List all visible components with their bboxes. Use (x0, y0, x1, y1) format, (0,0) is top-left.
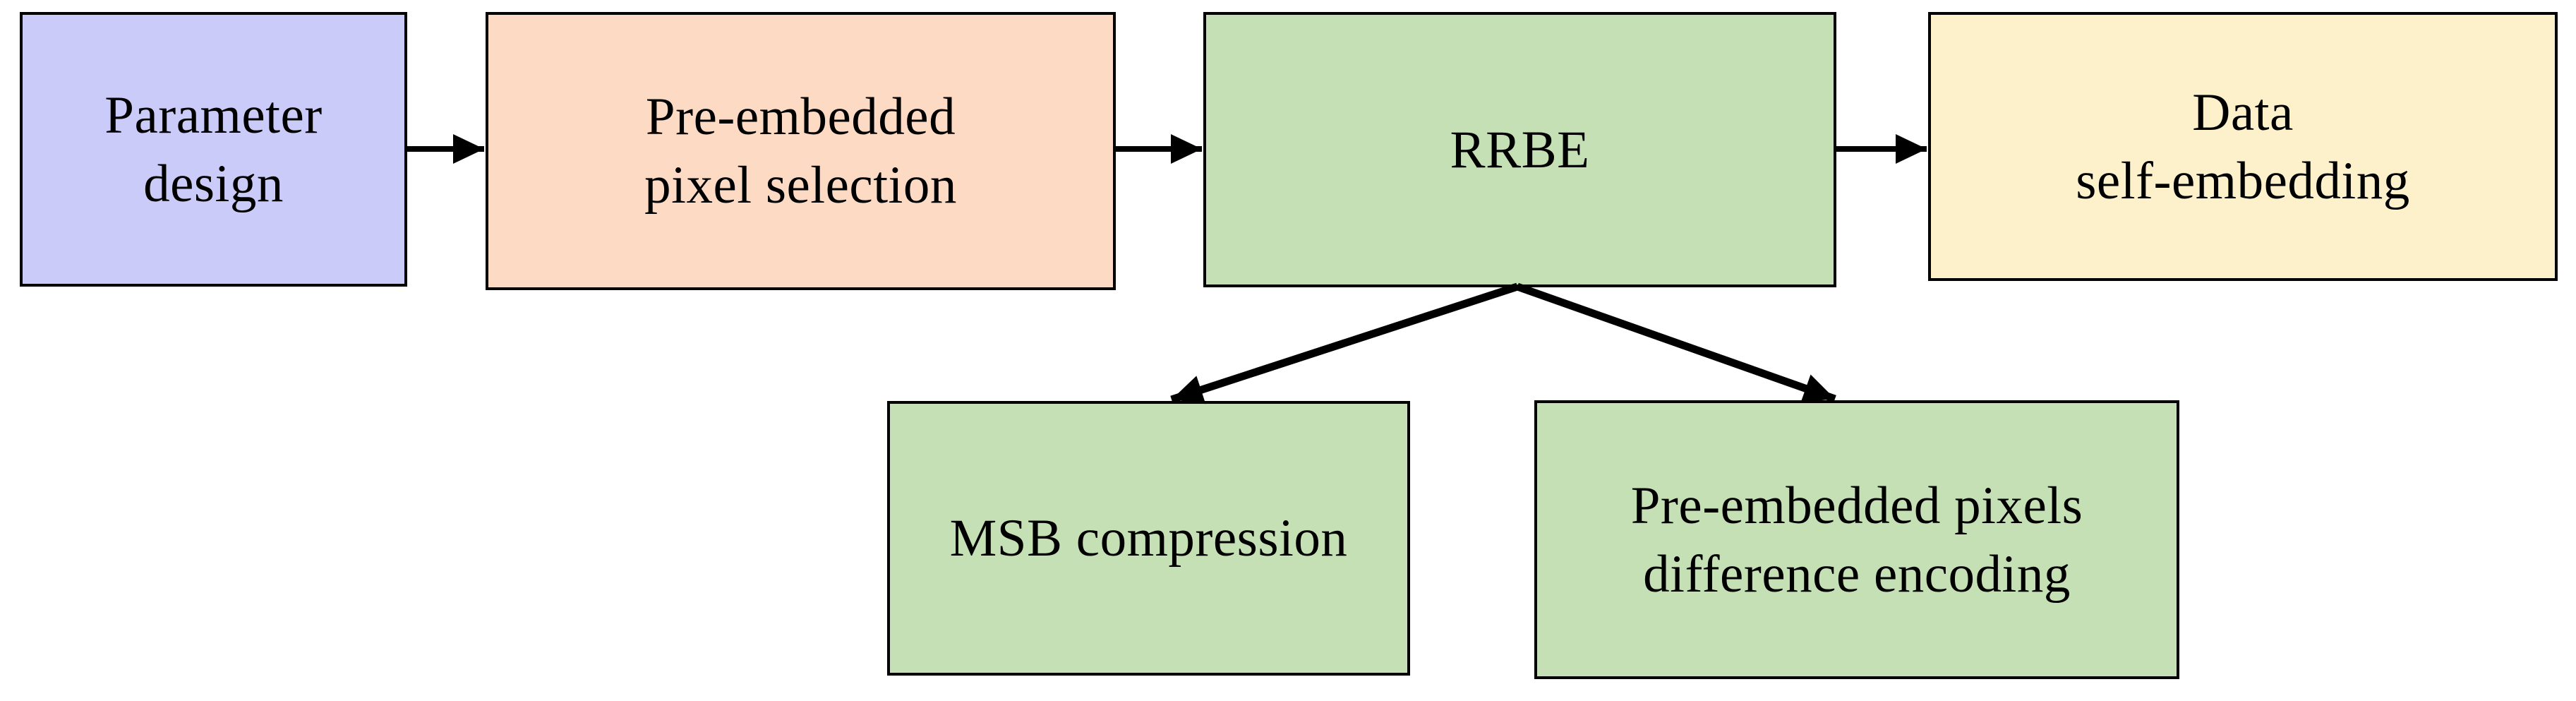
node-label-pre-embedded-pixel-selection: Pre-embedded pixel selection (644, 83, 957, 220)
node-data-self-embedding: Data self-embedding (1928, 12, 2558, 281)
label-line: pixel selection (644, 156, 957, 215)
node-label-pre-embedded-pixels-difference-encoding: Pre-embedded pixels difference encoding (1631, 472, 2083, 609)
label-line: design (143, 154, 284, 213)
label-line: RRBE (1450, 120, 1590, 179)
node-msb-compression: MSB compression (887, 401, 1410, 676)
node-pre-embedded-pixels-difference-encoding: Pre-embedded pixels difference encoding (1534, 400, 2179, 679)
arrow-rrbe-to-msb-compression-icon (1170, 282, 1519, 405)
node-label-data-self-embedding: Data self-embedding (2076, 78, 2410, 215)
label-line: self-embedding (2076, 151, 2410, 210)
label-line: difference encoding (1643, 544, 2071, 604)
node-parameter-design: Parameter design (20, 12, 407, 287)
label-line: Data (2192, 83, 2294, 142)
node-rrbe: RRBE (1203, 12, 1836, 287)
label-line: Pre-embedded (645, 88, 956, 146)
label-line: Parameter (104, 85, 323, 145)
node-label-rrbe: RRBE (1450, 116, 1590, 184)
label-line: Pre-embedded pixels (1630, 476, 2083, 535)
node-label-parameter-design: Parameter design (104, 81, 323, 218)
arrow-rrbe-to-difference-encoding-icon (1516, 282, 1836, 403)
node-label-msb-compression: MSB compression (950, 504, 1348, 573)
label-line: MSB compression (949, 509, 1348, 568)
node-pre-embedded-pixel-selection: Pre-embedded pixel selection (486, 12, 1116, 290)
